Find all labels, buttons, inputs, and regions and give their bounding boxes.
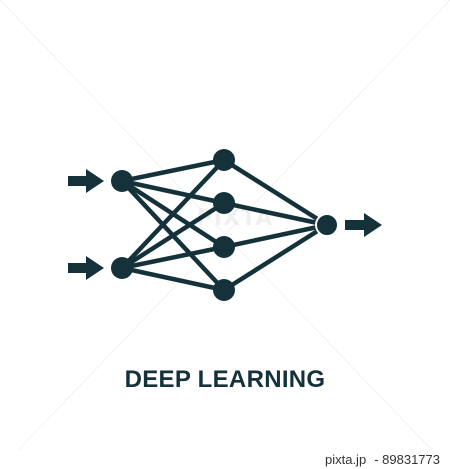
edge bbox=[119, 200, 227, 271]
footer-separator: - bbox=[374, 452, 379, 467]
edge bbox=[119, 157, 227, 271]
hidden-node-1 bbox=[213, 149, 235, 171]
input-node-bottom bbox=[111, 257, 133, 279]
edge bbox=[119, 244, 227, 271]
edge bbox=[119, 265, 227, 293]
network-nodes bbox=[111, 149, 235, 301]
footer-credit: pixta.jp- 89831773 bbox=[325, 452, 440, 467]
hidden-node-4 bbox=[213, 279, 235, 301]
edge bbox=[221, 222, 330, 250]
caption-title: DEEP LEARNING bbox=[124, 366, 326, 393]
footer-bar bbox=[0, 450, 450, 469]
edge bbox=[119, 157, 227, 184]
hidden-node-3 bbox=[213, 236, 235, 258]
edge bbox=[119, 178, 227, 206]
edge bbox=[221, 157, 330, 228]
output-arrow-icon bbox=[345, 213, 382, 237]
edge bbox=[221, 200, 330, 228]
footer-image-id: 89831773 bbox=[382, 452, 440, 467]
output-node bbox=[315, 213, 339, 237]
footer-site: pixta.jp bbox=[324, 452, 367, 467]
network-connections bbox=[119, 157, 330, 293]
input-arrow-icon bbox=[68, 169, 104, 193]
input-arrow-icon bbox=[68, 256, 104, 280]
hidden-node-2 bbox=[213, 192, 235, 214]
edge bbox=[221, 222, 330, 293]
input-node-top bbox=[111, 170, 133, 192]
